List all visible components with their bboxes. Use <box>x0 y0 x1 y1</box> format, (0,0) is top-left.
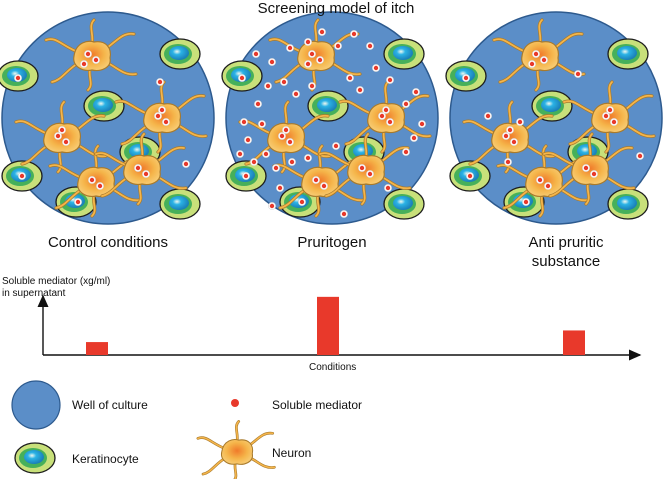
condition-label-control: Control conditions <box>47 234 169 251</box>
legend-neuron-label: Neuron <box>272 446 312 460</box>
well-anti-pruritic <box>446 11 663 225</box>
bar-chart <box>37 294 642 361</box>
legend-neuron-icon <box>196 420 276 479</box>
bar-1 <box>86 342 108 355</box>
well-control <box>0 11 215 225</box>
legend-keratinocyte-label: Keratinocyte <box>72 452 139 466</box>
legend-mediator-icon <box>231 399 239 407</box>
legend <box>11 380 276 479</box>
condition-label-anti-pruritic: Anti pruritic substance <box>528 234 604 270</box>
legend-well-label: Well of culture <box>72 398 148 412</box>
condition-label-pruritogen: Pruritogen <box>297 234 367 251</box>
legend-well-icon <box>11 380 61 430</box>
x-axis-label: Conditions <box>309 362 357 373</box>
y-axis-label: Soluble mediator (xg/ml) in supernatant <box>2 276 111 299</box>
diagram-title: Screening model of itch <box>257 0 415 17</box>
bar-3 <box>563 330 585 355</box>
legend-mediator-label: Soluble mediator <box>272 398 363 412</box>
bar-2 <box>317 296 339 355</box>
legend-keratinocyte-icon <box>14 442 56 474</box>
well-pruritogen <box>222 11 439 225</box>
